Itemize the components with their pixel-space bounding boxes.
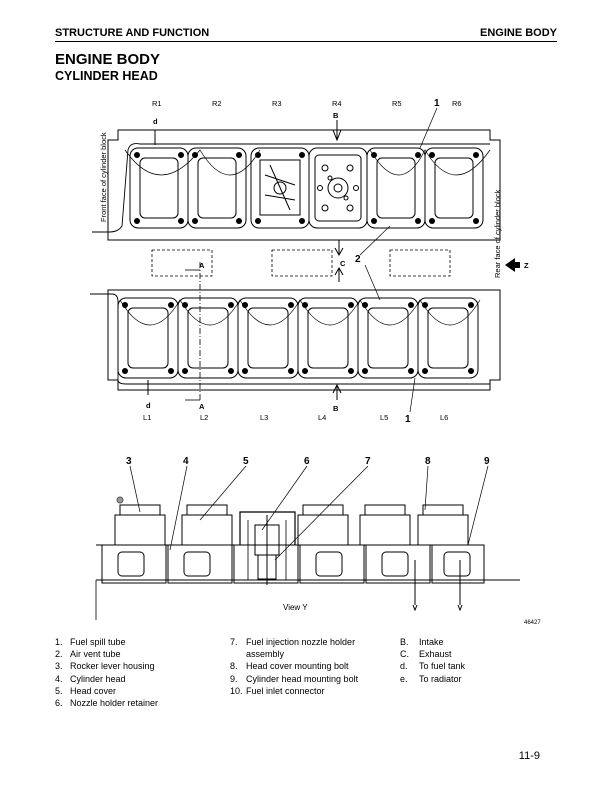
legend-item: 8. Head cover mounting bolt: [230, 660, 358, 672]
label-l5: L5: [380, 413, 388, 422]
legend-text: Air vent tube: [70, 649, 121, 660]
legend-item: 10.Fuel inlet connector: [230, 685, 358, 697]
callout-7: 7: [365, 456, 371, 467]
header-chapter-title: ENGINE BODY: [479, 27, 557, 39]
header-rule: [55, 41, 557, 42]
legend-item: 5. Head cover: [55, 685, 158, 697]
legend-text: To radiator: [419, 673, 462, 684]
marker-a-bottom: A: [199, 402, 205, 411]
callout-4: 4: [183, 456, 189, 467]
legend-number: 4.: [55, 673, 63, 684]
legend-item-continued: assembly: [230, 648, 358, 660]
legend-item: 9. Cylinder head mounting bolt: [230, 673, 358, 685]
label-r6: R6: [452, 99, 462, 108]
label-r3: R3: [272, 99, 282, 108]
page-subtitle: CYLINDER HEAD: [55, 69, 158, 83]
label-r1: R1: [152, 99, 162, 108]
legend-number: 8.: [230, 661, 238, 672]
legend-text: Nozzle holder retainer: [70, 698, 159, 709]
legend-text: Rocker lever housing: [70, 661, 155, 672]
label-l4: L4: [318, 413, 326, 422]
label-r2: R2: [212, 99, 222, 108]
label-view-y: View Y: [283, 603, 308, 612]
callout-9: 9: [484, 456, 490, 467]
callout-1-top: 1: [434, 98, 440, 109]
legend-number: 5.: [55, 685, 63, 696]
callout-6: 6: [304, 456, 310, 467]
marker-z: Z: [524, 261, 529, 270]
legend-item: C. Exhaust: [400, 648, 465, 660]
legend-text: To fuel tank: [419, 661, 466, 672]
legend-text: Cylinder head: [70, 673, 126, 684]
label-r5: R5: [392, 99, 402, 108]
legend-number: 10.: [230, 685, 243, 696]
legend-number: 2.: [55, 649, 63, 660]
legend-item: B. Intake: [400, 636, 465, 648]
legend-item: 7. Fuel injection nozzle holder: [230, 636, 358, 648]
legend-text: assembly: [246, 649, 285, 660]
legend-text: Intake: [419, 637, 444, 647]
legend-item: e. To radiator: [400, 673, 465, 685]
legend-item: 3. Rocker lever housing: [55, 660, 158, 672]
page-number: 11-9: [518, 750, 540, 762]
header-section-title: STRUCTURE AND FUNCTION: [55, 27, 210, 39]
label-rear-face: Rear face of cylinder block: [493, 189, 502, 278]
label-l3: L3: [260, 413, 268, 422]
legend-number: C.: [400, 649, 409, 660]
legend-column-3: B. Intake C. Exhaust d. To fuel tank e. To r…: [400, 636, 465, 685]
legend-item: 2. Air vent tube: [55, 648, 158, 660]
legend-column-2: 7.Fuel injection nozzle holder assembly …: [230, 636, 358, 697]
legend-item: d. To fuel tank: [400, 660, 465, 672]
legend-text: Head cover: [70, 685, 117, 696]
callout-3: 3: [126, 456, 132, 467]
legend-text: Head cover mounting bolt: [246, 661, 349, 672]
label-front-face: Front face of cylinder block: [99, 132, 108, 222]
legend-text: Fuel spill tube: [70, 637, 126, 647]
legend-number: 9.: [230, 673, 238, 684]
callout-2: 2: [355, 254, 361, 265]
bottom-heads: [117, 297, 479, 379]
marker-a-top: A: [199, 261, 205, 270]
legend-column-1: 1. Fuel spill tube 2. Air vent tube 3. Rock…: [55, 636, 158, 709]
legend-text: Cylinder head mounting bolt: [246, 673, 359, 684]
legend-item: 4. Cylinder head: [55, 673, 158, 685]
legend-item: 1. Fuel spill tube: [55, 636, 158, 648]
legend-number: B.: [400, 637, 409, 647]
legend-text: Exhaust: [419, 649, 452, 660]
z-arrow-icon: [505, 258, 520, 272]
marker-c: C: [340, 259, 346, 268]
legend-number: e.: [400, 673, 408, 684]
legend-number: 6.: [55, 698, 63, 709]
legend-number: 1.: [55, 637, 63, 647]
legend-number: 7.: [230, 637, 238, 647]
side-covers: [114, 504, 469, 545]
legend-number: d.: [400, 661, 408, 672]
legend-number: 3.: [55, 661, 63, 672]
marker-d-bottom: d: [146, 401, 151, 410]
legend-text: Fuel injection nozzle holder: [246, 637, 356, 647]
label-l2: L2: [200, 413, 208, 422]
top-heads: [129, 147, 484, 229]
label-r4: R4: [332, 99, 342, 108]
marker-d-top: d: [153, 117, 158, 126]
callout-5: 5: [243, 456, 249, 467]
marker-b-top: B: [333, 111, 339, 120]
marker-b-bottom: B: [333, 404, 339, 413]
label-l6: L6: [440, 413, 448, 422]
callout-8: 8: [425, 456, 431, 467]
label-l1: L1: [143, 413, 151, 422]
side-heads: [101, 544, 485, 584]
legend-item: 6. Nozzle holder retainer: [55, 697, 158, 709]
legend-text: Fuel inlet connector: [246, 685, 325, 696]
page-title: ENGINE BODY: [55, 51, 161, 68]
figure-number: 46427: [524, 620, 541, 626]
callout-1-bottom: 1: [405, 414, 411, 425]
